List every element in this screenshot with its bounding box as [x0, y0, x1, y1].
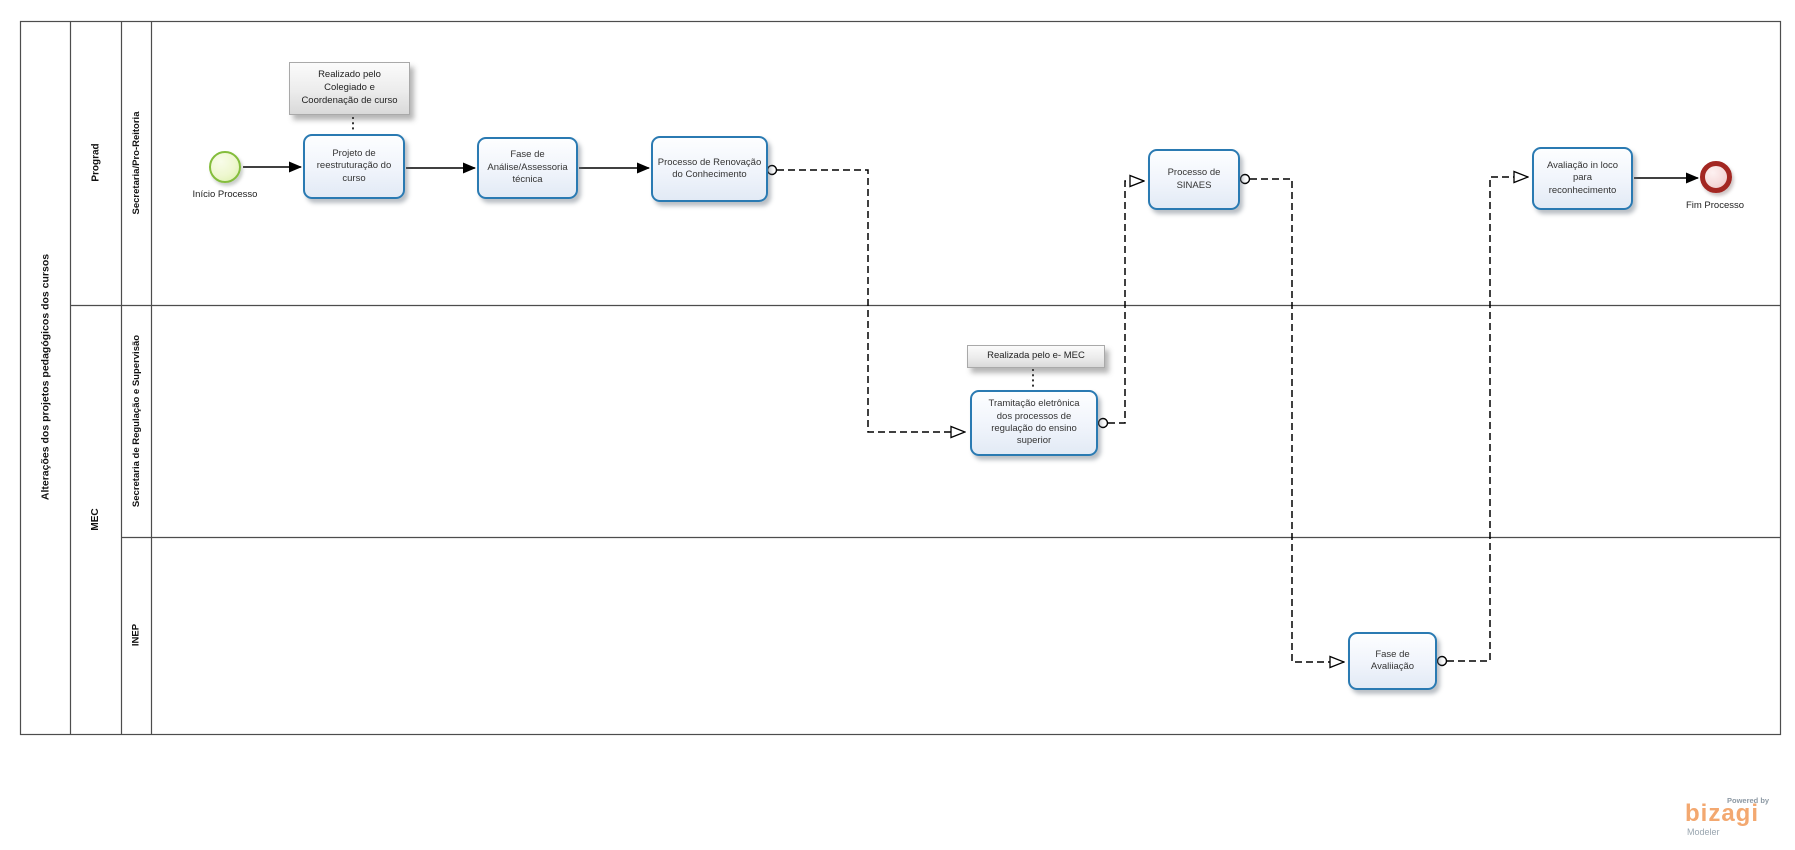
bizagi-brand-text: bizagi: [1685, 800, 1760, 827]
start-event-label: Início Processo: [192, 189, 258, 200]
task-fase-avaliacao[interactable]: Fase de Avaliiação: [1348, 632, 1437, 690]
message-flow-origin-dot: [1436, 655, 1448, 667]
pool-title: Alterações dos projetos pedagógicos dos …: [39, 253, 52, 501]
lane-inep: INEP: [130, 623, 141, 647]
start-event[interactable]: [209, 151, 241, 183]
task-projeto-reestruturacao[interactable]: Projeto de reestruturação do curso: [303, 134, 405, 199]
text-annotation-emec[interactable]: Realizada pelo e- MEC: [967, 345, 1105, 368]
task-processo-sinaes[interactable]: Processo de SINAES: [1148, 149, 1240, 210]
message-flow-tramitacao-to-sinaes: [1108, 181, 1144, 424]
message-flow-faseavaliacao-to-avaliacaoinloco: [1447, 177, 1528, 662]
task-fase-analise-assessoria[interactable]: Fase de Análise/Assessoria técnica: [477, 137, 578, 199]
end-event-label: Fim Processo: [1685, 200, 1745, 211]
task-processo-renovacao[interactable]: Processo de Renovação do Conhecimento: [651, 136, 768, 202]
task-tramitacao-eletronica[interactable]: Tramitação eletrônica dos processos de r…: [970, 390, 1098, 456]
message-flow-renovacao-to-tramitacao: [777, 169, 965, 432]
lane-group-prograd: Prograd: [90, 143, 102, 182]
end-event[interactable]: [1700, 161, 1732, 193]
lane-secretaria-pro-reitoria: Secretaria/Pro-Reitoria: [130, 111, 142, 215]
message-flow-sinaes-to-faseavaliacao: [1250, 178, 1344, 662]
lane-group-mec: MEC: [90, 508, 101, 531]
powered-by-text: Powered by: [1727, 796, 1770, 805]
lane-secretaria-regulacao: Secretaria de Regulação e Supervisão: [130, 334, 142, 508]
pool-borders: [19, 20, 1782, 736]
message-flow-origin-dot: [766, 164, 778, 176]
text-annotation-colegiado[interactable]: Realizado pelo Colegiado e Coordenação d…: [289, 62, 410, 115]
bizagi-logo: Powered by bizagi Modeler: [1685, 794, 1780, 842]
bizagi-product-text: Modeler: [1687, 827, 1720, 837]
task-avaliacao-in-loco[interactable]: Avaliação in loco para reconhecimento: [1532, 147, 1633, 210]
message-flow-origin-dot: [1239, 173, 1251, 185]
message-flow-origin-dot: [1097, 417, 1109, 429]
